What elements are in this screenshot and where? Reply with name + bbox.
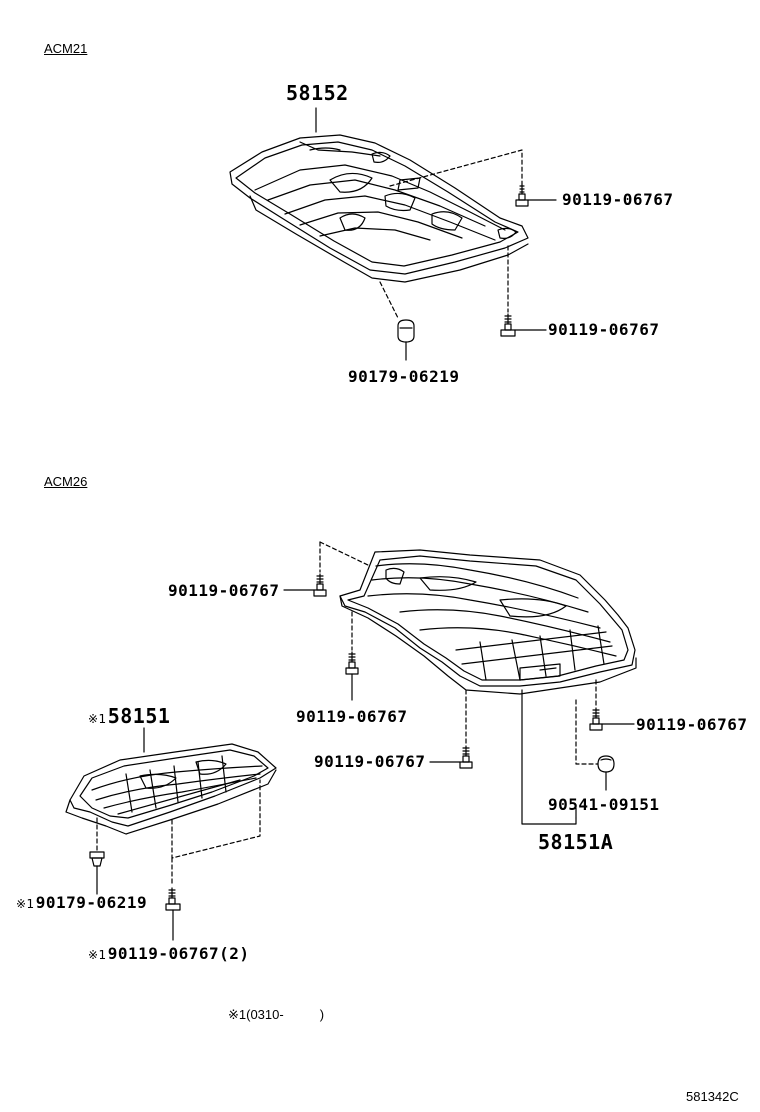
- acm26-dashed-lines: [96, 541, 599, 887]
- acm26-fasteners: [89, 573, 615, 911]
- acm21-dashed-lines: [379, 149, 523, 319]
- part-number-plug-acm26[interactable]: 90541-09151: [548, 795, 660, 814]
- ref-mark: ※1: [88, 712, 107, 726]
- footnote-text: (0310-: [246, 1007, 284, 1022]
- part-number-58152[interactable]: 58152: [286, 81, 349, 105]
- part-number-bolt-acm26-lower[interactable]: 90119-06767: [314, 752, 426, 771]
- acm21-leader-lines: [315, 107, 557, 361]
- part-number-clip-acm26[interactable]: ※190179-06219: [16, 895, 147, 911]
- part-number-bolt-acm26-middle[interactable]: 90119-06767: [296, 707, 408, 726]
- part-number-58151a[interactable]: 58151A: [538, 830, 614, 854]
- part-number-bolt-acm26-left[interactable]: 90119-06767: [168, 581, 280, 600]
- section-label-acm21: ACM21: [44, 41, 88, 56]
- footnote: ※1(0310-): [228, 1008, 324, 1021]
- footnote-mark: ※1: [228, 1007, 247, 1022]
- part-number-58151[interactable]: ※158151: [88, 706, 170, 726]
- part-number-bolt-qty-text: 90119-06767(2): [107, 944, 250, 963]
- part-number-bolt-acm21-lower[interactable]: 90119-06767: [548, 320, 660, 339]
- under-cover-58151-drawing: [65, 743, 277, 835]
- under-cover-58152-drawing: [229, 134, 529, 283]
- acm26-leader-lines: [96, 589, 635, 941]
- part-number-bolt-acm21-upper[interactable]: 90119-06767: [562, 190, 674, 209]
- ref-mark: ※1: [88, 948, 107, 962]
- part-number-58151-text: 58151: [107, 704, 171, 728]
- acm21-fasteners: [397, 183, 529, 343]
- part-number-clip-acm21[interactable]: 90179-06219: [348, 367, 460, 386]
- under-cover-58151a-drawing: [339, 549, 637, 695]
- drawing-number: 581342C: [686, 1089, 739, 1104]
- section-label-acm26: ACM26: [44, 474, 88, 489]
- footnote-close: ): [319, 1007, 325, 1022]
- part-number-bolt-qty-acm26[interactable]: ※190119-06767(2): [88, 946, 250, 962]
- part-number-bolt-acm26-right[interactable]: 90119-06767: [636, 715, 748, 734]
- part-number-clip-acm26-text: 90179-06219: [35, 893, 148, 912]
- ref-mark: ※1: [16, 897, 35, 911]
